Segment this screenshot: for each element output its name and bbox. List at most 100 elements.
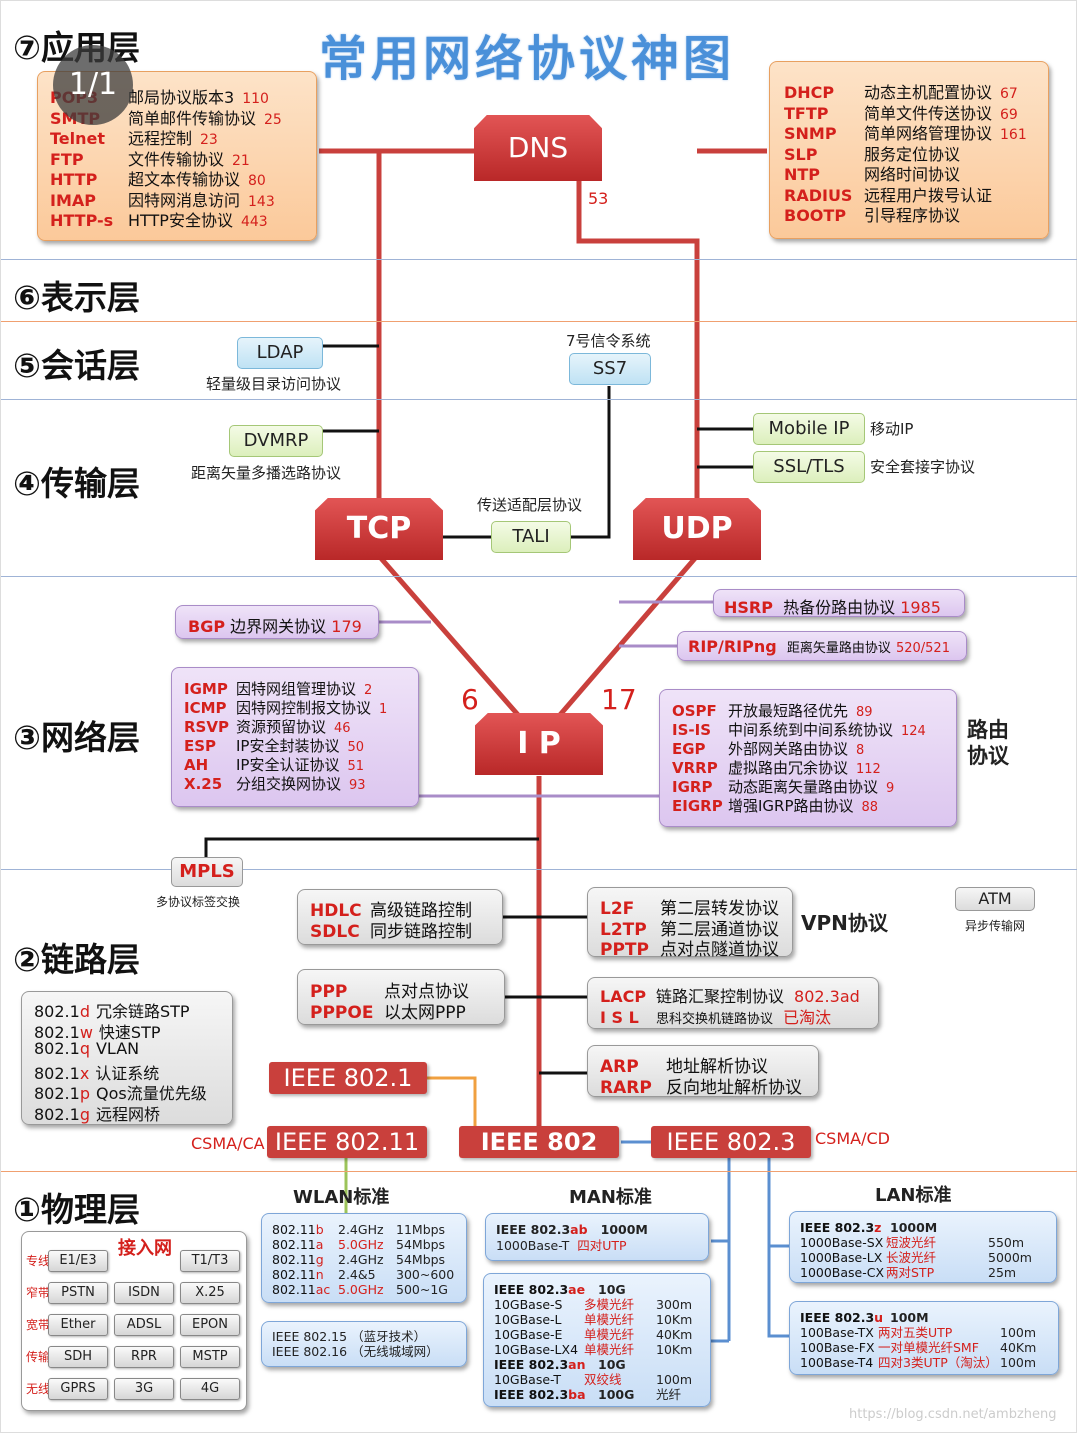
app-right-name: RADIUS xyxy=(784,185,853,205)
dot1-suffix: q xyxy=(79,1039,90,1058)
access-item[interactable]: 3G xyxy=(114,1378,174,1400)
spec-medium: 四对3类UTP（淘汰） xyxy=(878,1355,998,1370)
app-left-port: 80 xyxy=(248,173,266,189)
spec-name: IEEE 802.3 xyxy=(494,1387,569,1402)
app-left-name: IMAP xyxy=(50,190,96,210)
access-item[interactable]: T1/T3 xyxy=(180,1250,240,1272)
dot1-desc: VLAN xyxy=(95,1039,140,1058)
ieee802-node: IEEE 802 xyxy=(459,1126,619,1158)
dot1-suffix: g xyxy=(79,1104,90,1124)
access-item[interactable]: PSTN xyxy=(48,1282,108,1304)
atm-pill: ATM xyxy=(955,887,1035,911)
net-right-port: 9 xyxy=(886,781,895,796)
hdlc-name: HDLC xyxy=(310,901,362,921)
net-left-port: 46 xyxy=(334,721,351,736)
layer-session: ⑤会话层 xyxy=(13,346,140,385)
app-left-port: 21 xyxy=(232,152,250,169)
ss7-pill: SS7 xyxy=(569,353,651,385)
app-right-desc: 引导程序协议 xyxy=(864,206,961,225)
wpan-row: IEEE 802.16 （无线城域网） xyxy=(272,1344,439,1359)
app-right-desc: 远程用户拨号认证 xyxy=(864,185,993,205)
app-right-desc: 简单网络管理协议 xyxy=(864,124,993,143)
lacp-extra: 已淘汰 xyxy=(783,1008,832,1027)
mpls-pill: MPLS xyxy=(171,857,243,887)
hdlc-desc: 高级链路控制 xyxy=(370,901,472,921)
hsrp-desc: 热备份路由协议 xyxy=(783,598,896,617)
access-item[interactable]: MSTP xyxy=(180,1346,240,1368)
mobile-ip-pill: Mobile IP xyxy=(753,413,865,445)
net-left-desc: 资源预留协议 xyxy=(236,718,327,736)
man-a-head: IEEE 802.3 xyxy=(496,1222,571,1237)
spec-medium: 双绞线 xyxy=(584,1372,622,1387)
vpn-name: L2TP xyxy=(600,919,647,940)
access-item[interactable]: RPR xyxy=(114,1346,174,1368)
dot1-name: 802.1 xyxy=(34,1084,80,1103)
separator-transport xyxy=(1,576,1077,577)
app-left-desc: 简单邮件传输协议 xyxy=(128,108,257,128)
spec-row: 1000Base-LX xyxy=(800,1250,882,1265)
app-right-name: SNMP xyxy=(784,124,837,143)
access-item[interactable]: 4G xyxy=(180,1378,240,1400)
separator-link xyxy=(1,1171,1077,1172)
spec-medium: 单模光纤 xyxy=(584,1312,635,1327)
spec-value: 10Km xyxy=(656,1342,693,1357)
spec-name: 100Base-TX xyxy=(800,1325,874,1340)
access-item[interactable]: ADSL xyxy=(114,1314,174,1336)
access-item[interactable]: GPRS xyxy=(48,1378,108,1400)
wlan-rate: 54Mbps xyxy=(396,1237,446,1252)
wpan-row: IEEE 802.15 （蓝牙技术） xyxy=(272,1329,427,1344)
ldap-desc: 轻量级目录访问协议 xyxy=(206,375,342,393)
spec-row: IEEE 802.3an xyxy=(494,1357,586,1372)
spec-name: 100Base-T4 xyxy=(800,1355,874,1370)
access-item[interactable]: ISDN xyxy=(114,1282,174,1304)
spec-value: 10G xyxy=(598,1282,626,1297)
spec-row: 1000Base-SX xyxy=(800,1235,883,1250)
app-left-desc: HTTP安全协议 xyxy=(128,211,233,230)
wlan-rate: 300~600 xyxy=(396,1267,455,1282)
app-right-port: 67 xyxy=(1000,86,1018,102)
app-right-row: RADIUS 远程用户拨号认证 xyxy=(784,182,1000,206)
access-item[interactable]: EPON xyxy=(180,1314,240,1336)
net-left-name: RSVP xyxy=(184,718,229,736)
vpn-desc: 第二层转发协议 xyxy=(660,899,779,919)
hsrp-name: HSRP xyxy=(724,598,773,617)
access-item[interactable]: Ether xyxy=(48,1314,108,1336)
bgp-desc: 边界网关协议 xyxy=(230,617,327,636)
arp-desc: 反向地址解析协议 xyxy=(666,1078,802,1098)
net-right-port: 112 xyxy=(856,762,881,777)
spec-value: 40Km xyxy=(1000,1340,1037,1355)
app-right-desc: 网络时间协议 xyxy=(864,165,961,184)
spec-medium: 一对单模光纤SMF xyxy=(878,1340,979,1355)
spec-value: 40Km xyxy=(656,1327,693,1342)
layer-link: ②链路层 xyxy=(13,940,140,979)
access-item[interactable]: X.25 xyxy=(180,1282,240,1304)
net-left-port: 51 xyxy=(347,759,365,774)
man-a-line2-red: 四对UTP xyxy=(577,1238,627,1253)
udp-node: UDP xyxy=(633,498,761,560)
ss7-title: 7号信令系统 xyxy=(566,332,651,350)
page-indicator[interactable]: 1/1 xyxy=(53,45,133,125)
hsrp-box: HSRP 热备份路由协议 1985 xyxy=(713,589,965,617)
access-item[interactable]: SDH xyxy=(48,1346,108,1368)
spec-medium: 单模光纤 xyxy=(584,1327,635,1342)
ldap-pill: LDAP xyxy=(237,337,323,369)
man-a-speed: 1000M xyxy=(600,1222,648,1237)
ssl-pill: SSL/TLS xyxy=(753,451,865,483)
dot1-suffix: w xyxy=(79,1022,93,1042)
net-right-name: EGP xyxy=(672,740,706,758)
access-item[interactable]: E1/E3 xyxy=(48,1250,108,1272)
ppp-name: PPP xyxy=(310,982,348,1002)
lacp-name: I S L xyxy=(600,1008,639,1027)
spec-value: 10G xyxy=(598,1357,626,1372)
